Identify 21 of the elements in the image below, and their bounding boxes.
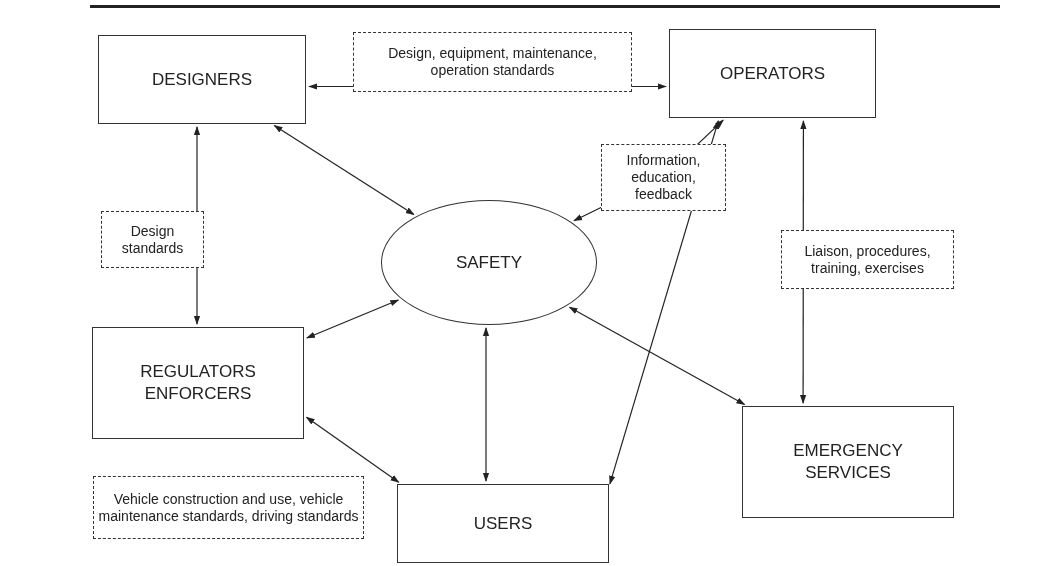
edge-label: Liaison, procedures, training, exercises: [781, 230, 954, 289]
process-box: [98, 35, 306, 124]
connector-arrow: [482, 327, 490, 482]
node-label: REGULATORS ENFORCERS: [139, 361, 257, 405]
process-box: [742, 406, 954, 518]
edge-label: Design, equipment, maintenance, operation standards: [353, 32, 632, 92]
connector-arrow: [305, 416, 400, 483]
connector-arrow: [305, 299, 400, 339]
node-label: OPERATORS: [719, 62, 826, 85]
edge-label: Design standards: [101, 211, 204, 268]
node-label: USERS: [473, 512, 533, 535]
connector-arrow: [273, 125, 415, 216]
process-box: [397, 484, 609, 563]
edge-label: Information, education, feedback: [601, 144, 726, 211]
process-box: [669, 29, 876, 118]
node-label: SAFETY: [455, 251, 523, 274]
node-label: DESIGNERS: [151, 68, 253, 91]
edge-label: Vehicle construction and use, vehicle maintenance standards, driving standards: [93, 476, 364, 539]
node-label: EMERGENCY SERVICES: [792, 440, 904, 484]
connector-arrow: [568, 306, 746, 406]
process-box: [92, 327, 304, 439]
